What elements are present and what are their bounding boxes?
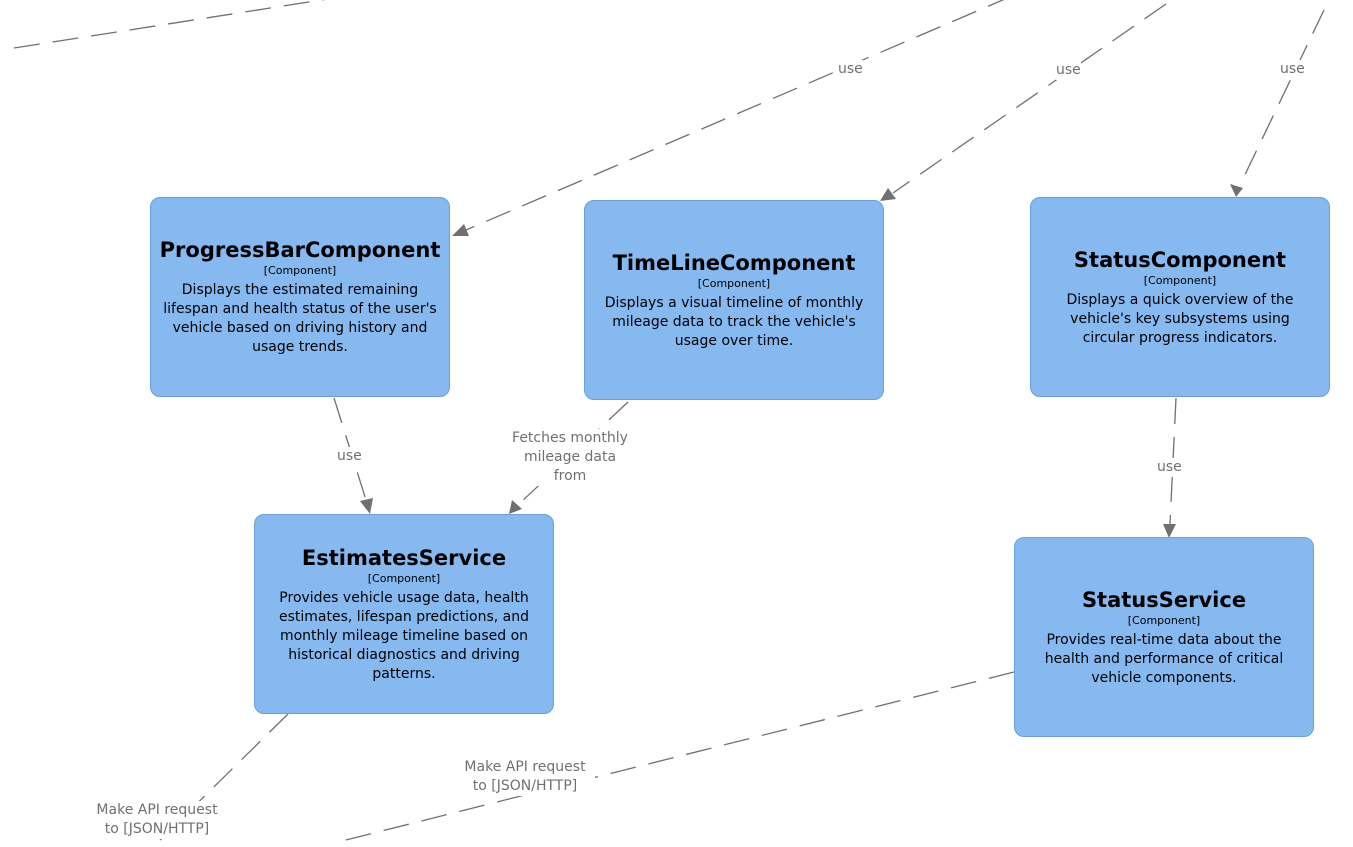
node-description: Displays a quick overview of the vehicle… (1066, 291, 1294, 346)
arrow-head-estimates-2 (509, 500, 522, 514)
timeline-component-node[interactable]: TimeLineComponent [Component] Displays a… (584, 200, 884, 400)
node-type: [Component] (1127, 613, 1201, 627)
node-type: [Component] (367, 571, 441, 585)
estimates-service-node[interactable]: EstimatesService [Component] Provides ve… (254, 514, 554, 714)
edge-to-status-component (1240, 9, 1325, 184)
node-description: Displays a visual timeline of monthly mi… (604, 294, 864, 349)
node-type: [Component] (263, 264, 337, 277)
node-title: StatusService (1081, 587, 1247, 612)
edge-label-fetches-mileage: Fetches monthly mileage data from (505, 429, 635, 486)
node-description: Displays the estimated remaining lifespa… (163, 282, 437, 355)
status-component-node[interactable]: StatusComponent [Component] Displays a q… (1030, 197, 1330, 397)
arrow-head-timeline (880, 188, 896, 201)
edge-timeline-to-estimates (519, 401, 629, 504)
edge-label-status-service-api: Make API request to [JSON/HTTP] (455, 758, 595, 796)
edge-offscreen-top-left (13, 0, 326, 49)
edge-label-use-timeline: use (1056, 61, 1081, 80)
arrow-head-progress-bar (452, 224, 469, 236)
progress-bar-component-node[interactable]: ProgressBarComponent [Component] Display… (150, 197, 450, 397)
edge-estimates-api (159, 713, 289, 841)
arrow-head-status-service (1163, 524, 1176, 538)
edge-label-use-status-service: use (1157, 458, 1182, 477)
edge-to-timeline (892, 3, 1167, 194)
arrow-head-status-component (1230, 184, 1243, 197)
edge-to-progress-bar (465, 0, 1005, 231)
edge-label-use-status: use (1280, 60, 1305, 79)
node-description: Provides real-time data about the health… (1044, 631, 1284, 686)
node-title: StatusComponent (1073, 247, 1287, 272)
node-type: [Component] (1143, 273, 1217, 287)
arrow-head-estimates-1 (360, 498, 373, 514)
status-service-node[interactable]: StatusService [Component] Provides real-… (1014, 537, 1314, 737)
edge-label-use-estimates: use (337, 447, 362, 466)
node-description: Provides vehicle usage data, health esti… (279, 589, 529, 682)
edge-label-use-progress: use (838, 60, 863, 79)
edge-label-estimates-api: Make API request to [JSON/HTTP] (87, 801, 227, 839)
node-title: TimeLineComponent (612, 250, 856, 275)
node-type: [Component] (697, 276, 771, 290)
node-title: EstimatesService (301, 545, 507, 570)
node-title: ProgressBarComponent (159, 238, 441, 262)
